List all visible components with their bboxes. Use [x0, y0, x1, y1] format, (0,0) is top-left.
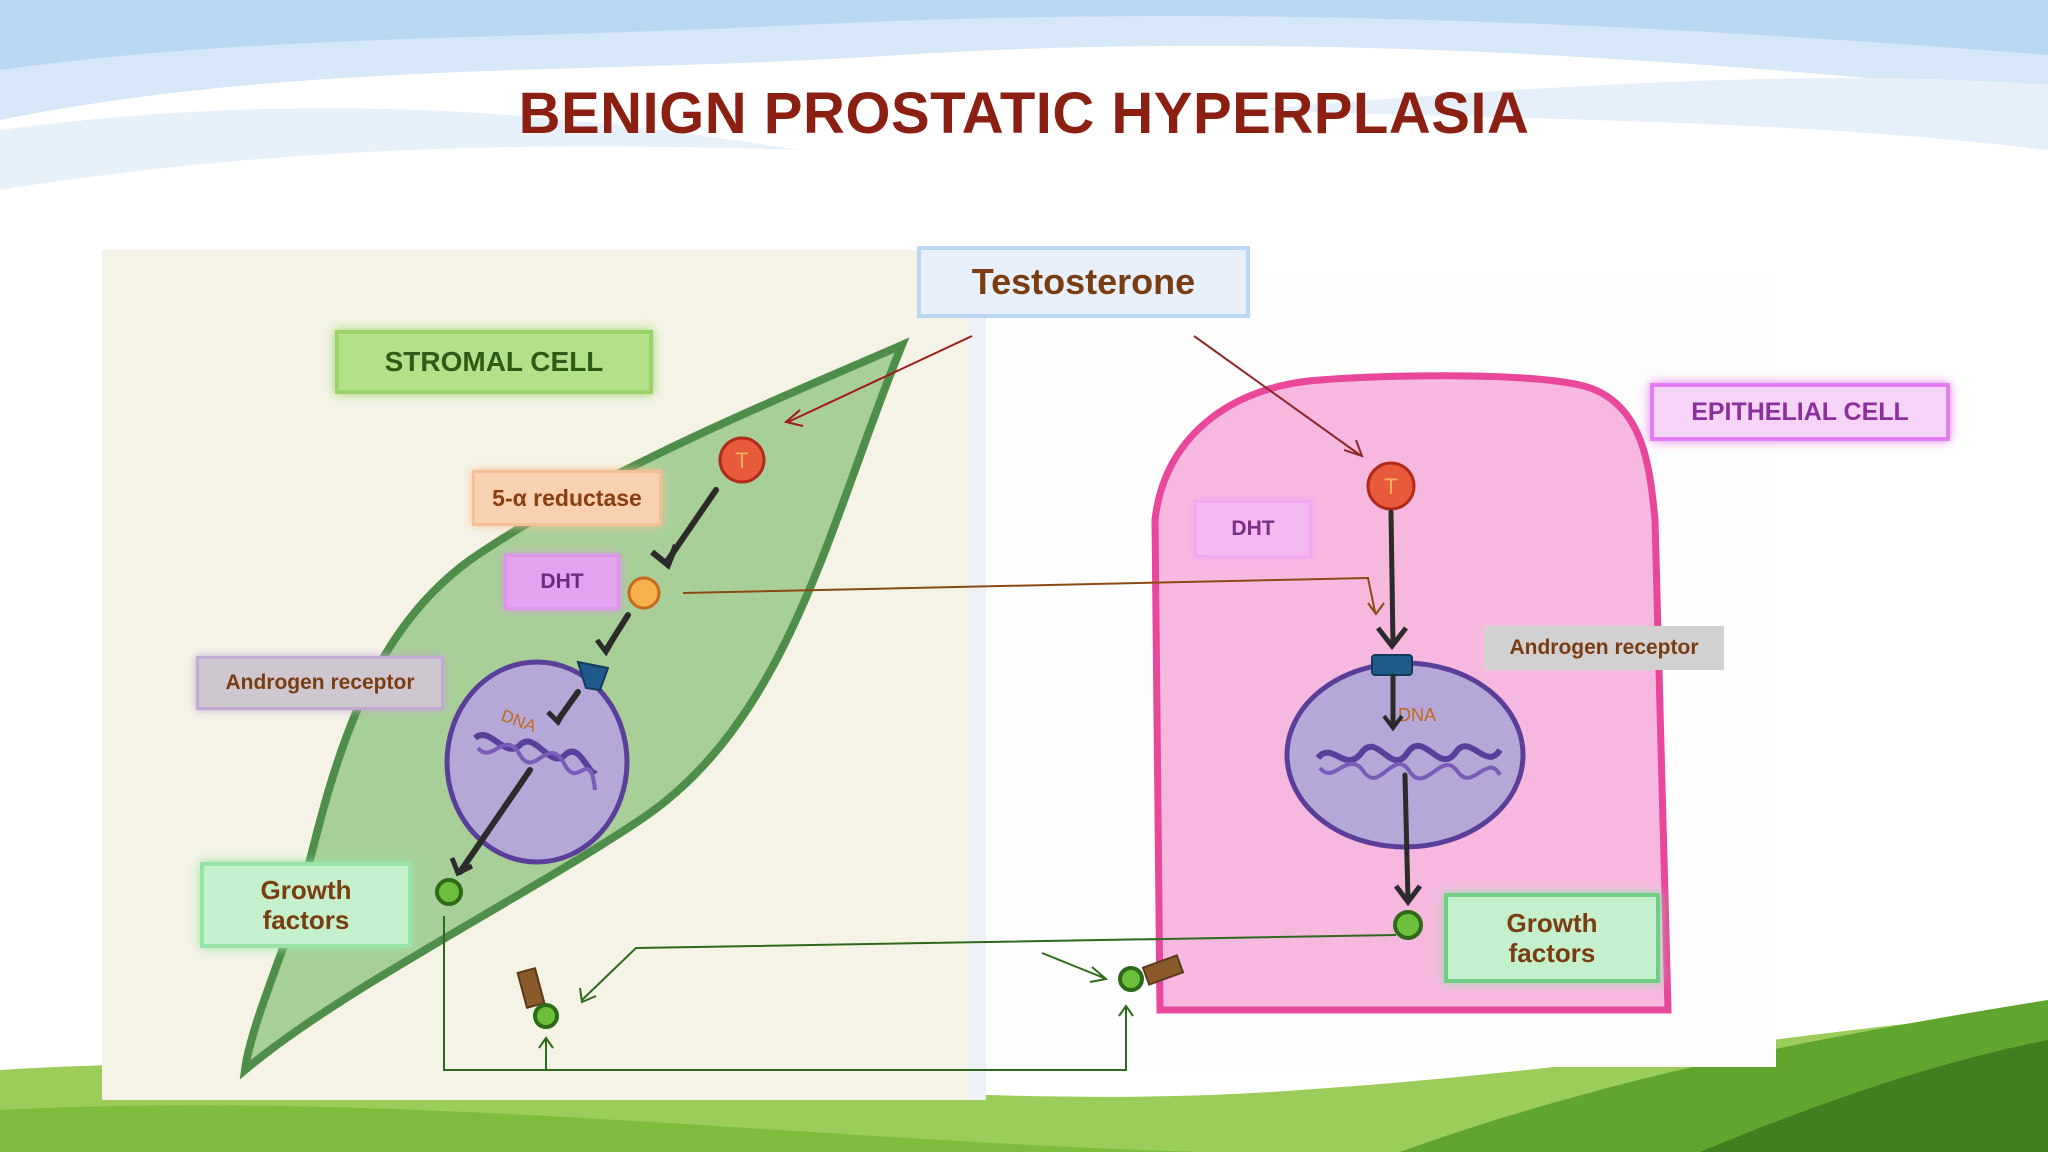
dna-to-growth-arrow-left	[457, 767, 533, 875]
epithelial-cell-label: EPITHELIAL CELL	[1650, 383, 1950, 441]
growth-factor-bound-right	[1118, 966, 1144, 992]
t-molecule-left-label: T	[735, 448, 748, 473]
growth-factors-label-left: Growth factors	[200, 862, 412, 948]
stromal-growth-loop-arrow	[443, 916, 1127, 1071]
growth-factors-right-line-2: factors	[1508, 938, 1596, 968]
testosterone-label: Testosterone	[917, 246, 1250, 318]
reductase-label: 5-α reductase	[472, 470, 662, 526]
stromal-dna-helix	[473, 732, 598, 775]
testosterone-to-stromal-arrow	[787, 335, 973, 423]
epithelial-surface-receptor	[1141, 954, 1185, 986]
t-molecule-left	[718, 436, 766, 484]
dht-molecule-left	[627, 576, 661, 610]
dht-label-right: DHT	[1194, 500, 1312, 558]
t-molecule-right-label: T	[1384, 474, 1397, 499]
growth-factors-left-line-1: Growth	[260, 875, 352, 905]
androgen-receptor-label-left: Androgen receptor	[196, 656, 444, 710]
growth-factor-right	[1393, 910, 1423, 940]
epithelial-growth-to-stromal-arrow	[581, 934, 1397, 1001]
growth-factor-left	[435, 878, 463, 906]
growth-factors-label-right: Growth factors	[1444, 893, 1660, 983]
stromal-cell-label: STROMAL CELL	[335, 330, 653, 394]
slide-title: BENIGN PROSTATIC HYPERPLASIA	[518, 81, 1530, 146]
to-epithelial-receptor-arrow	[1041, 952, 1105, 979]
growth-factors-left-line-2: factors	[262, 905, 350, 935]
growth-factor-bound-left	[533, 1003, 559, 1029]
dht-label-left: DHT	[504, 554, 620, 610]
epithelial-dna-label: DNA	[1398, 705, 1436, 725]
dna-to-growth-arrow-right	[1402, 772, 1411, 903]
androgen-receptor-label-right: Androgen receptor	[1484, 626, 1724, 670]
growth-factors-right-line-1: Growth	[1506, 908, 1598, 938]
testosterone-to-epithelial-arrow	[1193, 335, 1361, 456]
stromal-androgen-receptor	[576, 660, 610, 692]
dht-to-epithelial-arrow	[682, 576, 1376, 613]
t-molecule-right	[1366, 461, 1416, 511]
epithelial-dna-helix	[1315, 742, 1503, 764]
t-to-receptor-arrow-right	[1388, 509, 1396, 647]
stromal-surface-receptor	[516, 967, 546, 1009]
epithelial-androgen-receptor	[1371, 654, 1413, 676]
